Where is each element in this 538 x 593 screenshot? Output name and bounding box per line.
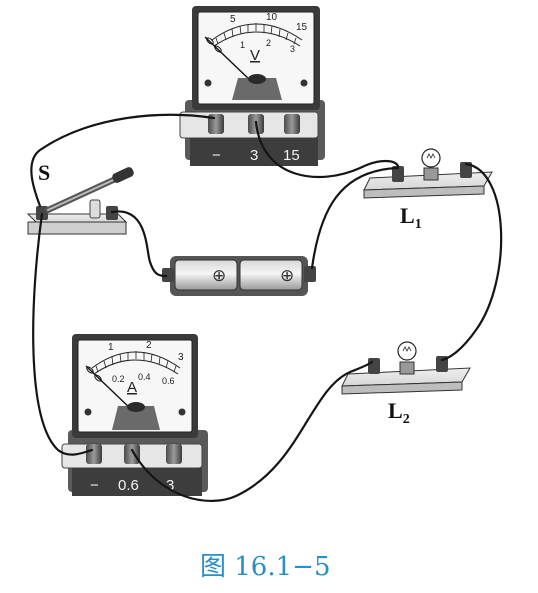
voltmeter-letter: V xyxy=(250,47,260,64)
ammeter: 1 2 3 0.2 0.4 0.6 A − 0.6 3 xyxy=(61,334,208,496)
wires xyxy=(30,113,503,503)
battery-cell-1-plus: ⊕ xyxy=(212,266,226,286)
lamp-2-board xyxy=(341,341,471,395)
lamp-1-label: L1 xyxy=(400,203,422,232)
voltmeter-terminal-15: 15 xyxy=(283,147,300,164)
lamp-2-label-sub: 2 xyxy=(403,412,410,427)
ammeter-terminal-0-6: 0.6 xyxy=(118,477,139,494)
voltmeter-lower-label-1: 2 xyxy=(266,38,271,48)
lamp-1-board xyxy=(363,148,493,199)
switch-label: S xyxy=(38,160,50,185)
ammeter-letter: A xyxy=(127,379,137,396)
voltmeter-terminal-minus: − xyxy=(212,147,221,164)
voltmeter-lower-label-0: 1 xyxy=(240,40,245,50)
voltmeter-needle xyxy=(204,36,253,83)
ammeter-lower-label-0: 0.2 xyxy=(112,374,125,384)
ammeter-terminal-3: 3 xyxy=(166,477,174,494)
ammeter-needle xyxy=(85,365,133,411)
ammeter-lower-label-1: 0.4 xyxy=(138,372,151,382)
battery-pack: ⊕ ⊕ xyxy=(162,256,316,296)
battery-cell-2-plus: ⊕ xyxy=(280,266,294,286)
voltmeter: 5 10 15 1 2 3 V − 3 15 xyxy=(179,6,325,166)
ammeter-terminal-posts xyxy=(86,444,182,464)
lamp-2-label-main: L xyxy=(388,398,403,423)
voltmeter-upper-label-0: 5 xyxy=(230,14,236,25)
voltmeter-terminal-posts xyxy=(208,114,300,134)
ammeter-scale-ticks xyxy=(95,351,177,373)
lamp-1-label-main: L xyxy=(400,203,415,228)
voltmeter-scale-ticks xyxy=(215,23,297,45)
voltmeter-upper-label-2: 15 xyxy=(296,22,308,33)
lamp-2-label: L2 xyxy=(388,398,410,427)
ammeter-upper-label-2: 3 xyxy=(178,352,184,363)
ammeter-lower-label-2: 0.6 xyxy=(162,376,175,386)
voltmeter-terminal-3: 3 xyxy=(250,147,258,164)
ammeter-upper-label-1: 2 xyxy=(146,340,152,351)
lamp-1-label-sub: 1 xyxy=(415,217,422,232)
ammeter-terminal-minus: − xyxy=(90,477,99,494)
voltmeter-lower-label-2: 3 xyxy=(290,44,295,54)
knife-switch xyxy=(26,167,134,235)
ammeter-upper-label-0: 1 xyxy=(108,342,114,353)
figure-caption: 图 16.1−5 xyxy=(200,552,330,582)
voltmeter-upper-label-1: 10 xyxy=(266,12,278,23)
